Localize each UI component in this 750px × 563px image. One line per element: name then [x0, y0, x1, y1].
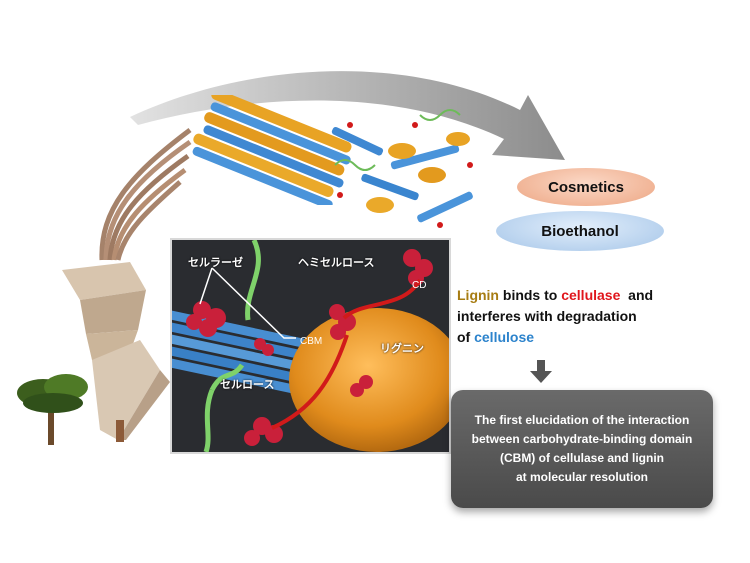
- result-box: The first elucidation of the interaction…: [451, 390, 713, 508]
- inset-label-cbm: CBM: [300, 336, 323, 347]
- cosmetics-product: Cosmetics: [517, 168, 655, 206]
- inset-label-hemicellulose: ヘミセルロース: [298, 256, 375, 269]
- inset-label-cellulase: セルラーゼ: [188, 256, 243, 269]
- caption-cellulose: cellulose: [474, 329, 535, 345]
- caption-of: of: [457, 329, 475, 345]
- caption-and: and: [620, 287, 654, 303]
- caption-line-1: Lignin binds to cellulase and: [457, 285, 687, 306]
- inset-scene: [172, 240, 449, 452]
- process-arrow: [130, 71, 565, 160]
- tree-illustration: [17, 374, 88, 445]
- inset-label-lignin: リグニン: [380, 342, 424, 355]
- caption-line-3: of cellulose: [457, 327, 687, 348]
- molecular-inset: セルラーゼ ヘミセルロース CD CBM リグニン セルロース: [170, 238, 451, 454]
- result-line-3: (CBM) of cellulase and lignin: [499, 451, 664, 465]
- caption-cellulase: cellulase: [561, 287, 621, 303]
- caption-binds-to: binds to: [499, 287, 562, 303]
- caption-lignin: Lignin: [457, 287, 499, 303]
- degraded-cellulose-illustration: [331, 109, 473, 228]
- cellulose-bundle-illustration: [192, 95, 352, 205]
- caption-line-2: interferes with degradation: [457, 308, 637, 324]
- bioethanol-product: Bioethanol: [496, 211, 664, 251]
- inset-label-cellulose: セルロース: [220, 378, 275, 391]
- result-line-2: between carbohydrate-binding domain: [471, 432, 693, 446]
- down-arrow-icon: [530, 360, 552, 383]
- result-line-4: at molecular resolution: [515, 470, 649, 484]
- cell-wall-illustration: [62, 128, 192, 442]
- result-line-1: The first elucidation of the interaction: [474, 413, 690, 427]
- finding-caption: Lignin binds to cellulase and interferes…: [457, 285, 687, 348]
- inset-label-cd: CD: [412, 280, 427, 291]
